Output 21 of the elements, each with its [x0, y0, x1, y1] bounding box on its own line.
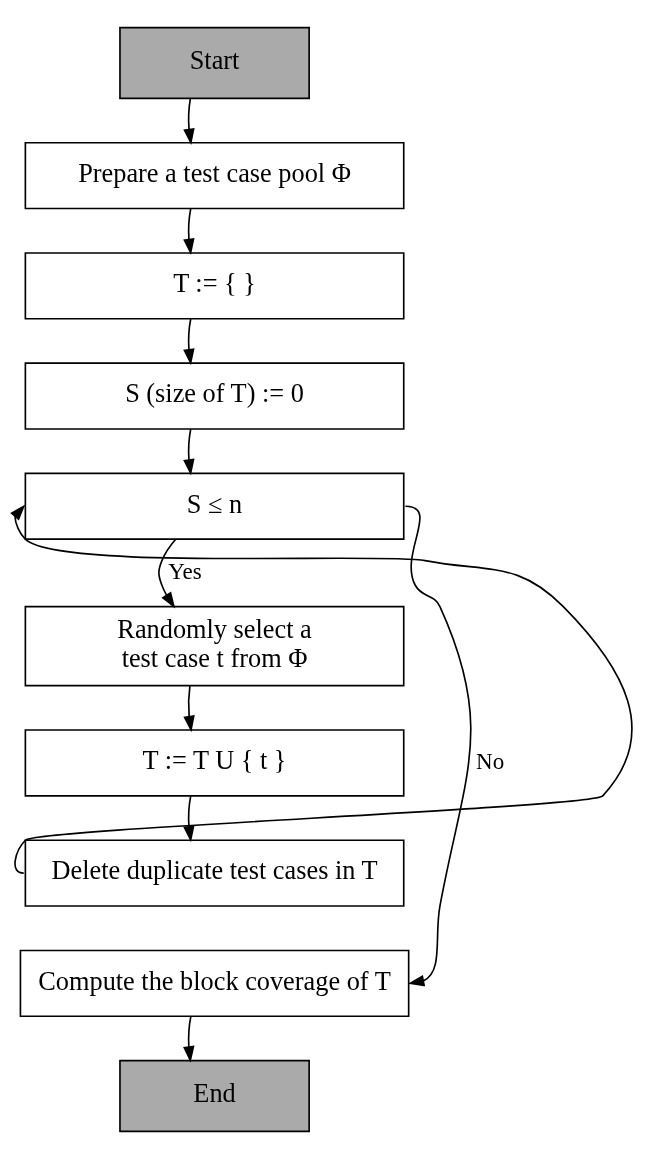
edge-label: Yes	[168, 558, 202, 585]
arrow	[10, 504, 633, 874]
arrow	[183, 428, 195, 476]
arrow	[183, 97, 195, 146]
node-box: T := { }	[24, 252, 405, 320]
node-box: T := T U { t }	[24, 729, 405, 797]
arrow	[183, 685, 195, 733]
node-box: End	[119, 1059, 310, 1133]
node-box: Prepare a test case pool Φ	[24, 141, 405, 210]
node-box: Compute the block coverage of T	[19, 949, 410, 1018]
arrow	[183, 207, 195, 256]
arrow	[183, 318, 195, 366]
node-box: Start	[119, 26, 310, 100]
arrow	[183, 795, 195, 843]
node-box: Delete duplicate test cases in T	[24, 839, 405, 907]
arrow	[158, 538, 177, 609]
arrow	[183, 1015, 195, 1063]
node-box: S ≤ n	[24, 472, 405, 541]
edge-label: No	[476, 748, 505, 775]
node-box: Randomly select a test case t from Φ	[24, 605, 405, 687]
node-box: S (size of T) := 0	[24, 362, 405, 430]
